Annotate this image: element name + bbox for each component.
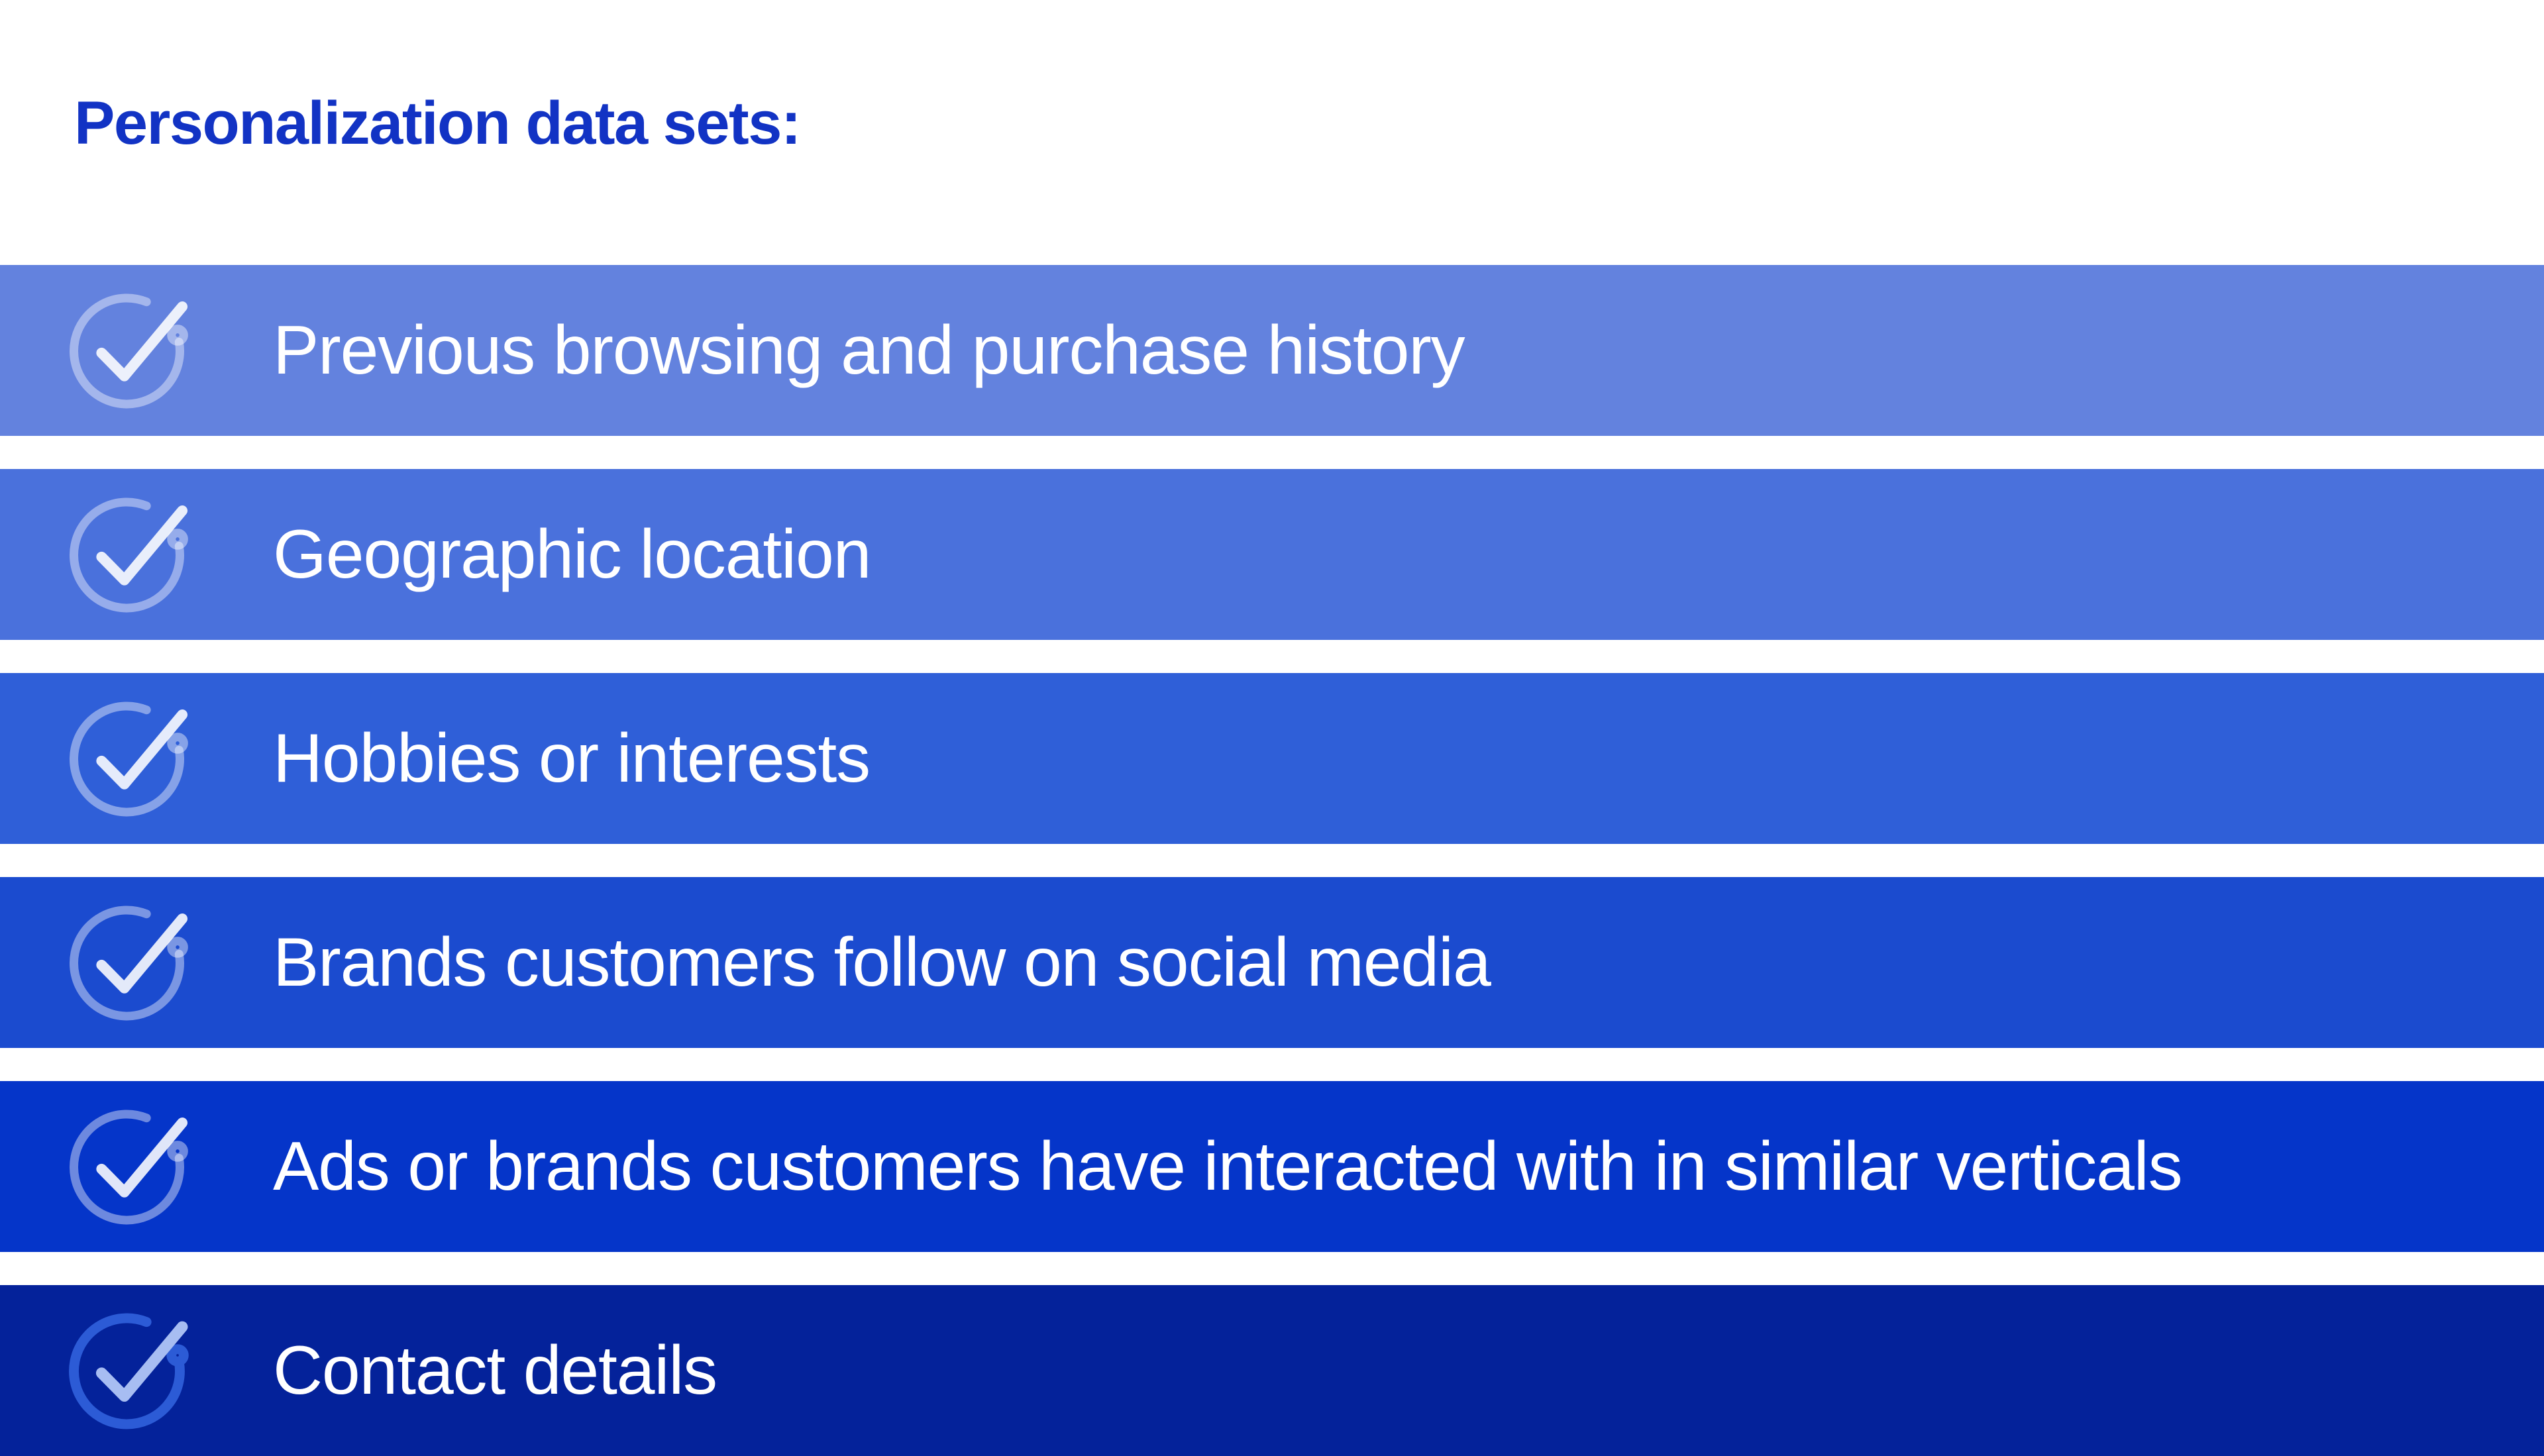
check-circle-icon bbox=[69, 289, 192, 412]
page-title: Personalization data sets: bbox=[74, 89, 802, 157]
check-circle-icon bbox=[69, 1105, 192, 1228]
check-circle-icon bbox=[69, 697, 192, 820]
list-item-3: Hobbies or interests bbox=[0, 673, 2544, 844]
list-item-5: Ads or brands customers have interacted … bbox=[0, 1081, 2544, 1252]
list-item-label-2: Geographic location bbox=[273, 515, 871, 593]
list-item-1: Previous browsing and purchase history bbox=[0, 265, 2544, 436]
list-item-6: Contact details bbox=[0, 1285, 2544, 1456]
check-circle-icon bbox=[69, 493, 192, 616]
list-item-label-6: Contact details bbox=[273, 1331, 717, 1409]
list-item-4: Brands customers follow on social media bbox=[0, 877, 2544, 1048]
list-item-label-3: Hobbies or interests bbox=[273, 719, 871, 797]
data-sets-list: Previous browsing and purchase history G… bbox=[0, 265, 2544, 1456]
list-item-label-5: Ads or brands customers have interacted … bbox=[273, 1127, 2183, 1205]
check-circle-icon bbox=[69, 1309, 192, 1432]
list-item-label-4: Brands customers follow on social media bbox=[273, 923, 1491, 1001]
list-item-2: Geographic location bbox=[0, 469, 2544, 640]
check-circle-icon bbox=[69, 901, 192, 1024]
list-item-label-1: Previous browsing and purchase history bbox=[273, 311, 1465, 389]
